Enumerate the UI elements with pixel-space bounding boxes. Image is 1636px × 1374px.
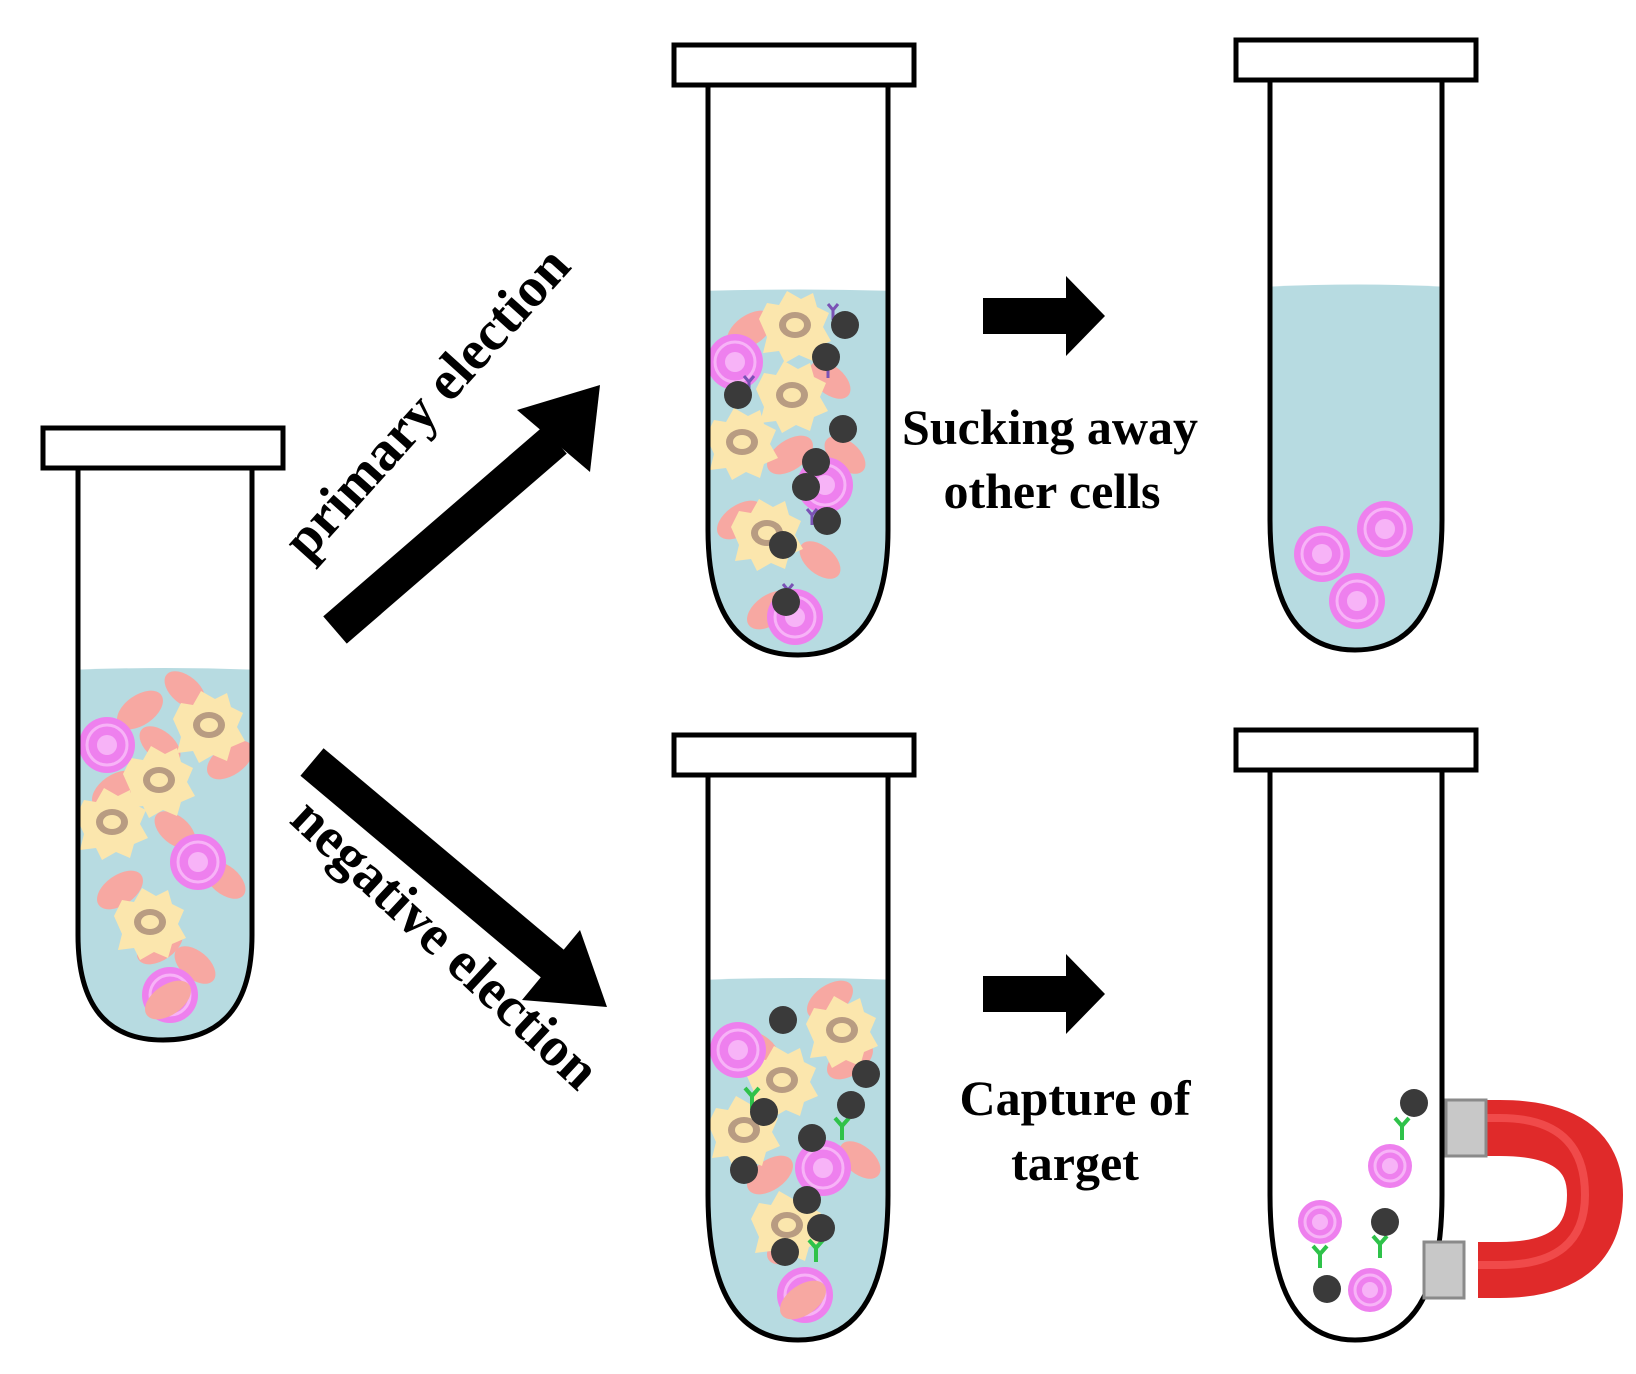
arrow-step-bottom: [983, 954, 1105, 1034]
step-bottom-label-line2: target: [1011, 1135, 1139, 1191]
positive-route-label: primary election: [271, 235, 582, 571]
step-top-label-line2: other cells: [943, 463, 1160, 519]
arrow-step-top: [983, 276, 1105, 356]
step-top-label-line1: Sucking away: [902, 399, 1198, 455]
tube-negative-labeled: [671, 732, 917, 1343]
tube-positive-result: [1233, 37, 1479, 653]
arrow-to-positive: [323, 385, 600, 644]
step-bottom-label-line1: Capture of: [959, 1070, 1191, 1126]
arrow-to-negative: [300, 748, 607, 1007]
tube-start: [40, 425, 286, 1043]
tube-positive-labeled: [671, 42, 917, 658]
horseshoe-magnet-icon: [1422, 1098, 1624, 1300]
negative-route-label: negative election: [279, 786, 611, 1102]
